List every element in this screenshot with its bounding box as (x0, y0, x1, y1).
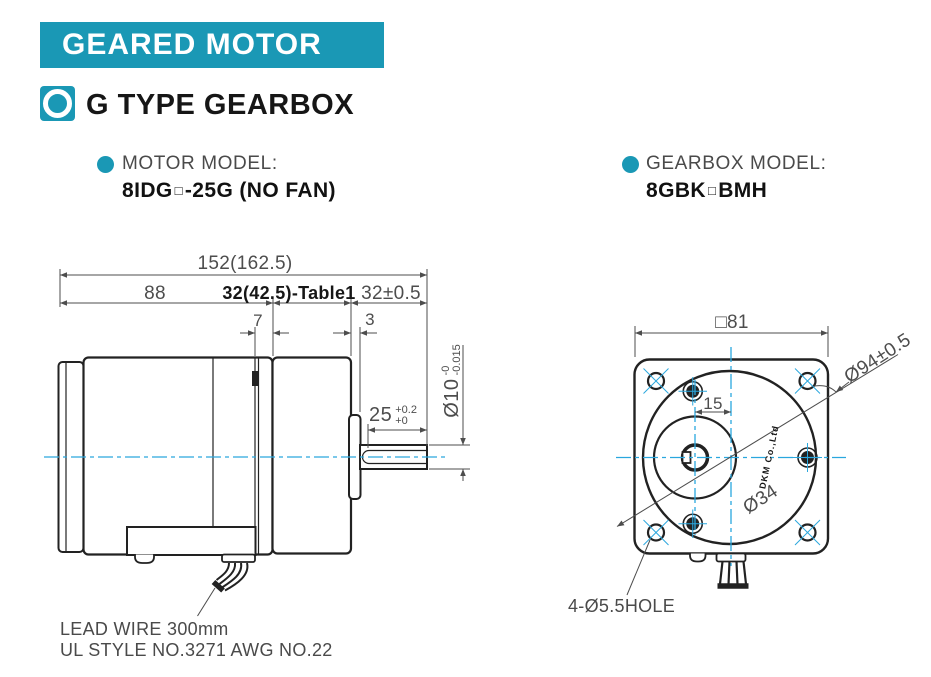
dim-boss-width: 3 (365, 310, 375, 329)
holes-note: 4-Ø5.5HOLE (568, 596, 676, 616)
dim-gearbox-length: 32(42.5)-Table1 (222, 283, 356, 303)
motor-model-label: MOTOR MODEL: (122, 153, 278, 174)
ul-style-note: UL STYLE NO.3271 AWG NO.22 (60, 640, 333, 660)
circle-icon (43, 89, 72, 118)
dim-shaft-flat-value: 25 (369, 404, 393, 426)
front-view-drawing (616, 326, 899, 596)
dim-shaft-dia-value: Ø10 (440, 378, 463, 418)
section-bullet-icon (40, 86, 75, 121)
dim-flange-size: □81 (715, 312, 749, 333)
dim-total-length: 152(162.5) (197, 253, 293, 274)
page-banner: GEARED MOTOR (40, 22, 384, 68)
dim-shaft-dia: Ø10 -0 -0.015 (439, 326, 465, 436)
dim-shaft-flat-tol-upper: +0.2 (395, 403, 417, 416)
motor-model-prefix: 8IDG (122, 179, 173, 202)
dim-shaft-flat: 25 +0.2 +0 (369, 404, 417, 427)
motor-model-value: 8IDG□-25G (NO FAN) (122, 179, 336, 203)
dim-front-offset: 7 (253, 311, 263, 330)
lead-wire-note: LEAD WIRE 300mm (60, 619, 229, 639)
gearbox-model-bullet-icon (622, 156, 639, 173)
gearbox-model-box: □ (707, 183, 717, 198)
gearbox-model-prefix: 8GBK (646, 179, 706, 202)
dim-shaft-flat-tol-lower: +0 (395, 414, 408, 427)
section-title: G TYPE GEARBOX (86, 89, 355, 121)
side-view-drawing (44, 269, 470, 617)
gearbox-model-suffix: BMH (718, 179, 768, 202)
dim-shaft-length: 32±0.5 (361, 283, 421, 304)
dim-motor-length: 88 (144, 283, 166, 304)
motor-model-bullet-icon (97, 156, 114, 173)
dim-shaft-dia-tol-lower: -0.015 (451, 344, 463, 376)
dim-shaft-offset: 15 (703, 394, 723, 413)
motor-model-box: □ (174, 183, 183, 198)
gearbox-model-value: 8GBK□BMH (646, 179, 767, 203)
motor-model-suffix: -25G (NO FAN) (184, 179, 336, 202)
gearbox-model-label: GEARBOX MODEL: (646, 153, 827, 174)
